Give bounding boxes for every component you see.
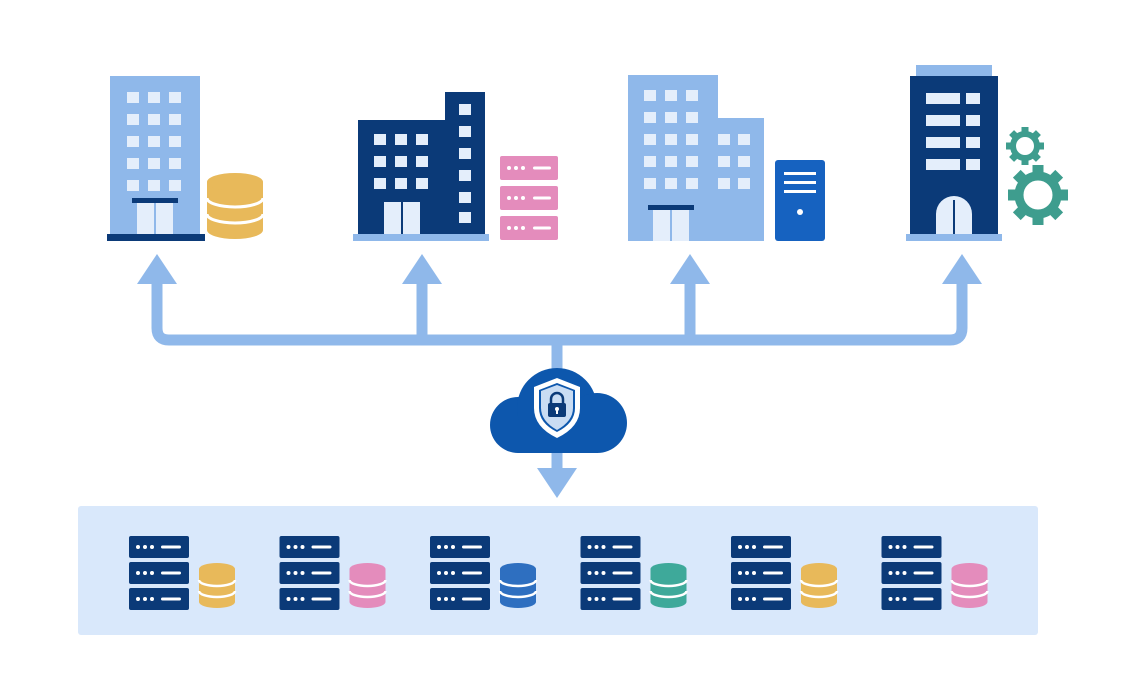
datacenter-unit [129, 536, 237, 610]
office-building-icon [353, 92, 489, 241]
server-rack-icon [881, 536, 942, 610]
branch-line [151, 276, 968, 346]
building-windows [127, 92, 181, 191]
database-icon [498, 563, 538, 608]
server-rack-icon [731, 536, 791, 610]
office-building-icon [107, 76, 205, 241]
office-building-icon [628, 75, 764, 241]
datacenter-unit [881, 536, 989, 610]
database-icon [197, 563, 237, 608]
building-4 [906, 65, 1068, 241]
datacenter-unit [279, 536, 387, 610]
building-windows [374, 104, 471, 223]
arrowhead-up [942, 254, 982, 284]
arrowhead-down [537, 468, 577, 498]
gear-icon [1006, 127, 1044, 165]
database-icon [205, 173, 265, 239]
server-rack-icon [129, 536, 189, 610]
arrowhead-up [137, 254, 177, 284]
office-building-icon [906, 65, 1002, 241]
database-icon [649, 563, 688, 608]
database-icon [950, 563, 989, 608]
secure-cloud-icon [490, 368, 627, 453]
building-windows [644, 90, 750, 189]
arrowhead-up [402, 254, 442, 284]
datacenter-unit [731, 536, 839, 610]
datacenter-units [129, 536, 989, 610]
database-icon [799, 563, 839, 608]
datacenter-unit [580, 536, 688, 610]
building-2 [353, 92, 558, 241]
server-rack-icon [580, 536, 641, 610]
building-3 [628, 75, 825, 241]
building-windows [926, 93, 980, 170]
server-rack-icon [430, 536, 490, 610]
server-rack-icon [279, 536, 340, 610]
building-1 [107, 76, 265, 241]
shield-lock-icon [534, 378, 580, 438]
database-icon [348, 563, 387, 608]
gear-icon [1008, 165, 1068, 225]
server-tower-icon [775, 160, 825, 241]
arrowhead-up [670, 254, 710, 284]
server-rack-icon [500, 156, 558, 240]
arrowheads [137, 254, 982, 498]
datacenter-unit [430, 536, 538, 610]
